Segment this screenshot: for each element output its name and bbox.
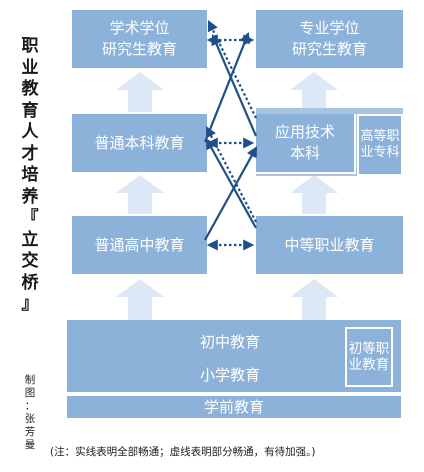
up-arrow-left-top — [116, 72, 164, 112]
applied-tech-undergraduate-box: 应用技术本科 — [256, 114, 356, 174]
junior-vocational-line1: 初等 — [348, 341, 376, 357]
academic-graduate-box: 学术学位研究生教育 — [72, 10, 207, 68]
vtitle-char: 养 — [21, 186, 39, 207]
junior-vocational-box: 初等职业教育 — [345, 327, 393, 387]
vtitle-char: 人 — [21, 122, 39, 142]
up-arrow-right-top — [290, 72, 338, 112]
vtitle-char: 『 — [21, 208, 39, 228]
higher-vocational-line2: 职业 — [360, 129, 400, 160]
vcredit-char: 张 — [24, 413, 36, 425]
vcredit-char: 制 — [24, 374, 36, 386]
vtitle-char: 培 — [21, 165, 39, 185]
professional-graduate-box: 专业学位研究生教育 — [256, 10, 403, 68]
vtitle-char: 育 — [21, 100, 39, 121]
credit-text: 制图：张芳曼 — [23, 374, 37, 452]
general-high-school-label: 普通高中教育 — [94, 235, 185, 254]
solid-line-undergrad-to-professional — [203, 31, 250, 143]
up-arrow-left-mid — [116, 175, 164, 214]
up-arrow-right-mid — [290, 175, 338, 214]
vtitle-char: 才 — [21, 143, 39, 164]
general-undergraduate-label: 普通本科教育 — [94, 133, 185, 152]
general-high-school-box: 普通高中教育 — [72, 216, 207, 274]
primary-label: 小学教育 — [199, 366, 260, 384]
solid-line-highschool-to-applied — [204, 146, 258, 241]
general-undergraduate-box: 普通本科教育 — [72, 114, 207, 172]
secondary-vocational-box: 中等职业教育 — [256, 216, 403, 274]
vtitle-char: 立 — [21, 229, 39, 250]
vtitle-char: 交 — [21, 251, 39, 271]
vtitle-char: 职 — [21, 36, 39, 56]
applied-tech-line2: 本科 — [289, 144, 320, 162]
preschool-box: 学前教育 — [67, 396, 401, 418]
higher-vocational-college-box: 高等职业专科 — [357, 114, 403, 176]
vtitle-char: 业 — [21, 57, 39, 78]
vtitle-char: 桥 — [21, 272, 39, 293]
up-arrow-left-bottom — [116, 279, 164, 320]
junior-vocational-line2: 职业 — [348, 341, 390, 373]
vtitle-char: 』 — [21, 294, 39, 314]
vcredit-char: 芳 — [24, 426, 36, 438]
junior-high-label: 初中教育 — [199, 333, 260, 351]
diagram-title: 职业教育人才培养『立交桥』 — [20, 36, 40, 316]
academic-graduate-line2: 研究生教育 — [101, 40, 177, 58]
higher-vocational-line3: 专科 — [373, 145, 400, 160]
vcredit-char: ： — [24, 400, 36, 412]
footnote: (注：实线表明全部畅通；虚线表明部分畅通，有待加强。) — [50, 446, 316, 458]
preschool-label: 学前教育 — [203, 397, 264, 416]
professional-graduate-line2: 研究生教育 — [291, 40, 367, 58]
solid-line-secondary-to-undergrad — [205, 138, 257, 229]
solid-line-applied-to-academic — [211, 33, 258, 137]
higher-vocational-line1: 高等 — [360, 129, 387, 144]
junior-vocational-line3: 教育 — [362, 357, 390, 373]
secondary-vocational-label: 中等职业教育 — [284, 235, 375, 254]
vtitle-char: 教 — [21, 79, 39, 99]
applied-tech-line1: 应用技术 — [274, 123, 335, 141]
vcredit-char: 曼 — [24, 439, 36, 451]
academic-graduate-line1: 学术学位 — [109, 19, 170, 37]
vcredit-char: 图 — [24, 387, 36, 399]
professional-graduate-line1: 专业学位 — [299, 19, 360, 37]
up-arrow-right-bottom — [290, 279, 338, 320]
